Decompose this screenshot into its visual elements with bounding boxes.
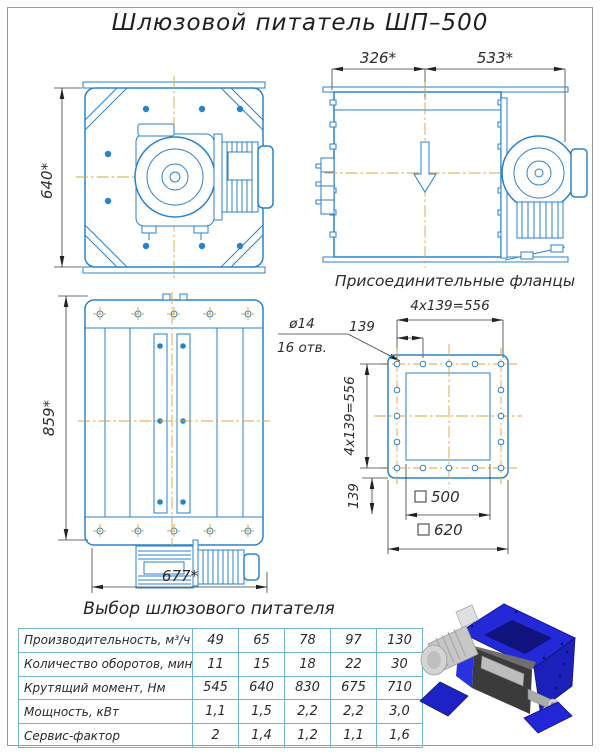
table-cell: 1,6 — [376, 723, 423, 748]
table-cell: 130 — [376, 628, 423, 653]
table-cell: 640 — [238, 675, 285, 701]
front-view: 859* — [40, 292, 270, 593]
table-cell: 3,0 — [376, 699, 423, 725]
hole-diameter-label: ø14 — [288, 316, 314, 332]
side-bolts — [329, 99, 505, 238]
front-gearmotor — [135, 539, 260, 589]
flange-dim-left: 4x139=556 139 — [342, 363, 388, 514]
flange-dim-pitch-v-label: 4x139=556 — [342, 376, 358, 455]
table-row: Мощность, кВт 1,1 1,5 2,2 2,2 3,0 — [18, 699, 423, 725]
flange-dim-620: 620 — [387, 480, 509, 554]
flange-view-title: Присоединительные фланцы — [335, 272, 575, 290]
flange-dim-step-v-label: 139 — [346, 483, 362, 509]
table-cell: 1,1 — [330, 723, 377, 748]
table-cell: 1,4 — [238, 723, 285, 748]
side-dims: 326* 533* — [331, 49, 566, 142]
table-cell: 675 — [330, 675, 377, 701]
table-cell: 11 — [192, 651, 239, 677]
flange-dim-500: 500 — [405, 464, 491, 520]
front-body — [78, 292, 270, 550]
table-row-label: Крутящий момент, Нм — [18, 675, 193, 701]
table-cell: 97 — [330, 628, 377, 653]
flange-dim-inner-label: 500 — [431, 488, 460, 506]
table-cell: 18 — [284, 651, 331, 677]
table-cell: 15 — [238, 651, 285, 677]
table-cell: 1,1 — [192, 699, 239, 725]
table-cell: 1,2 — [284, 723, 331, 748]
table-row-label: Мощность, кВт — [18, 699, 193, 725]
table-row-label: Количество оборотов, мин — [18, 651, 193, 677]
plan-gearmotor — [134, 123, 274, 240]
selection-table: Производительность, м³/ч 49 65 78 97 130… — [18, 628, 423, 748]
table-title: Выбор шлюзового питателя — [83, 599, 335, 619]
plan-bolts — [104, 105, 244, 250]
table-row-label: Сервис-фактор — [18, 723, 193, 748]
plan-dim-height-label: 640* — [38, 162, 56, 199]
table-cell: 545 — [192, 675, 239, 701]
table-cell: 830 — [284, 675, 331, 701]
side-dim-left-label: 326* — [360, 49, 397, 67]
flange-plate — [374, 344, 522, 488]
table-cell: 2,2 — [284, 699, 331, 725]
front-flange-bolts — [93, 307, 255, 538]
table-row: Крутящий момент, Нм 545 640 830 675 710 — [18, 675, 423, 701]
front-dim-height-label: 859* — [40, 399, 58, 436]
square-symbol — [417, 523, 430, 536]
motor-3d — [420, 604, 479, 676]
flange-dim-pitch-h-label: 4x139=556 — [410, 298, 489, 314]
table-cell: 65 — [238, 628, 285, 653]
table-cell: 78 — [284, 628, 331, 653]
plan-view: 640* — [38, 76, 274, 279]
side-view: 326* 533* — [315, 49, 588, 268]
flange-dim-top: 4x139=556 139 — [349, 298, 504, 358]
front-dim-width-label: 677* — [162, 567, 199, 585]
table-row: Количество оборотов, мин 11 15 18 22 30 — [18, 651, 423, 677]
table-row: Производительность, м³/ч 49 65 78 97 130 — [18, 628, 423, 653]
feeder-3d-render — [419, 603, 576, 734]
flange-view: Присоединительные фланцы 4x139=556 139 ø… — [277, 272, 575, 554]
front-dim-677: 677* — [91, 548, 268, 593]
side-body — [315, 82, 569, 268]
side-gearmotor — [500, 97, 588, 261]
table-cell: 49 — [192, 628, 239, 653]
flow-arrow-icon — [413, 141, 437, 193]
table-cell: 2,2 — [330, 699, 377, 725]
table-cell: 22 — [330, 651, 377, 677]
table-row: Сервис-фактор 2 1,4 1,2 1,1 1,6 — [18, 723, 423, 748]
flange-dim-outer-label: 620 — [434, 521, 463, 539]
hole-count-label: 16 отв. — [277, 340, 327, 356]
square-symbol — [414, 490, 427, 503]
flange-hole-note: ø14 16 отв. — [277, 316, 401, 362]
front-dim-859: 859* — [40, 295, 88, 541]
flange-dim-step-h-label: 139 — [349, 319, 375, 335]
plan-dim-640: 640* — [38, 87, 82, 268]
table-cell: 2 — [192, 723, 239, 748]
table-row-label: Производительность, м³/ч — [18, 628, 193, 653]
table-cell: 1,5 — [238, 699, 285, 725]
table-cell: 710 — [376, 675, 423, 701]
page-title: Шлюзовой питатель ШП–500 — [111, 10, 489, 36]
flange-holes — [393, 360, 505, 472]
side-dim-right-label: 533* — [477, 49, 514, 67]
